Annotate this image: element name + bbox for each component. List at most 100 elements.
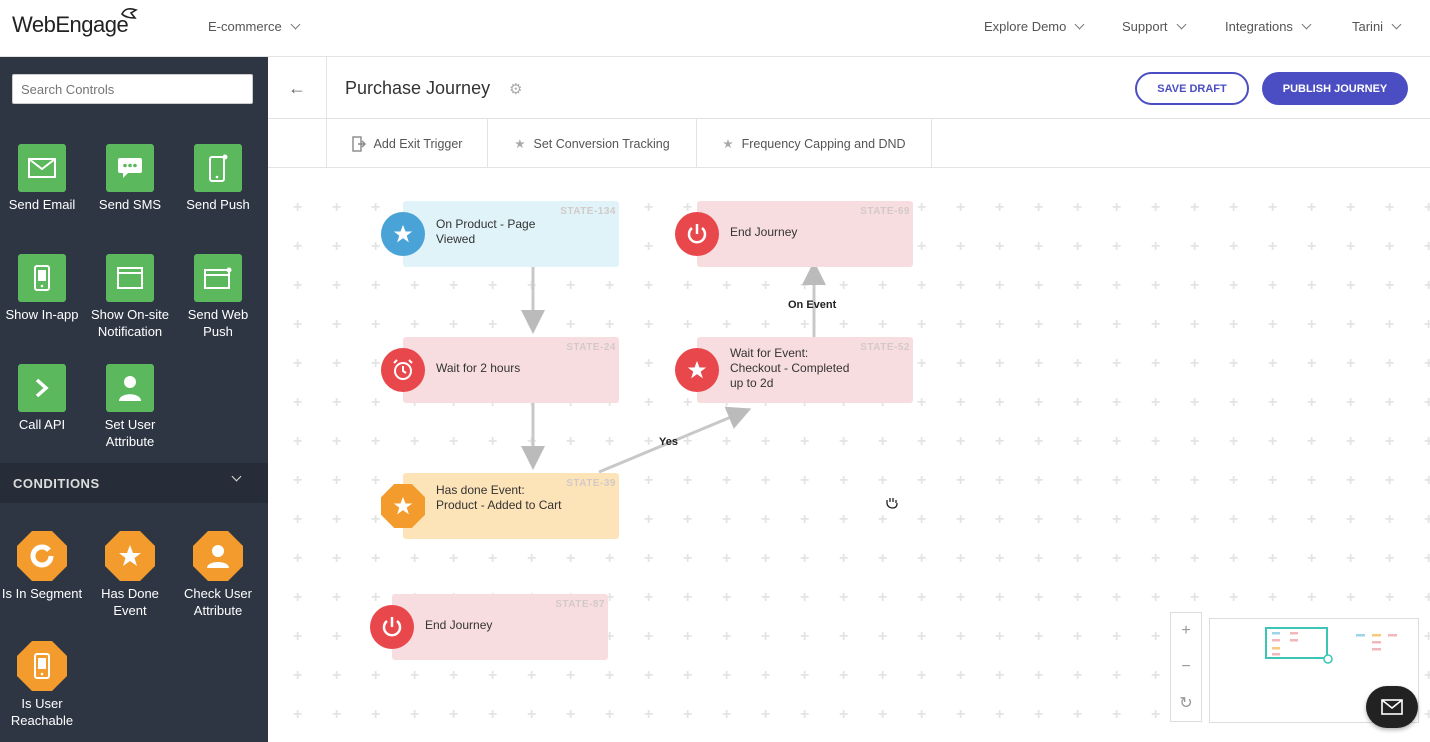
is-in-segment-tool[interactable]: Is In Segment — [0, 531, 86, 602]
grid-plus-mark: + — [878, 550, 888, 567]
grid-plus-mark: + — [1346, 355, 1356, 372]
grid-plus-mark: + — [878, 472, 888, 489]
zoom-in-button[interactable]: + — [1181, 622, 1191, 639]
grid-plus-mark: + — [644, 355, 654, 372]
send-web-push-tool[interactable]: Send Web Push — [174, 254, 262, 340]
grid-plus-mark: + — [1268, 355, 1278, 372]
set-conversion-tracking-button[interactable]: ★ Set Conversion Tracking — [488, 119, 697, 168]
grid-plus-mark: + — [839, 472, 849, 489]
grid-plus-mark: + — [566, 550, 576, 567]
grid-plus-mark: + — [644, 394, 654, 411]
grid-plus-mark: + — [1073, 589, 1083, 606]
integrations-menu[interactable]: Integrations — [1225, 19, 1312, 34]
grid-plus-mark: + — [1112, 394, 1122, 411]
search-controls-input[interactable] — [12, 74, 253, 104]
grid-plus-mark: + — [1307, 550, 1317, 567]
gear-icon[interactable]: ⚙ — [509, 81, 523, 98]
node-text: Wait for 2 hours — [436, 361, 521, 375]
grid-plus-mark: + — [878, 277, 888, 294]
grid-plus-mark: + — [1112, 355, 1122, 372]
grid-plus-mark: + — [956, 316, 966, 333]
conditions-section-toggle[interactable]: CONDITIONS — [0, 463, 268, 503]
send-push-tool[interactable]: Send Push — [174, 144, 262, 213]
grid-plus-mark: + — [683, 706, 693, 723]
webengage-logo[interactable]: WebEngage — [12, 8, 139, 38]
grid-plus-mark: + — [1073, 199, 1083, 216]
has-done-event-tool[interactable]: Has Done Event — [86, 531, 174, 619]
grid-plus-mark: + — [1307, 316, 1317, 333]
grid-plus-mark: + — [1346, 238, 1356, 255]
grid-plus-mark: + — [1073, 238, 1083, 255]
journey-node[interactable]: STATE-134 On Product - Page Viewed — [381, 201, 619, 267]
explore-demo-menu[interactable]: Explore Demo — [984, 19, 1085, 34]
grid-plus-mark: + — [1151, 394, 1161, 411]
grid-plus-mark: + — [1151, 667, 1161, 684]
journey-node[interactable]: STATE-24 Wait for 2 hours — [381, 337, 619, 403]
grid-plus-mark: + — [1034, 199, 1044, 216]
grid-plus-mark: + — [293, 472, 303, 489]
zoom-reset-button[interactable]: ↻ — [1179, 695, 1193, 712]
save-draft-button[interactable]: SAVE DRAFT — [1135, 72, 1249, 105]
grid-plus-mark: + — [293, 550, 303, 567]
send-email-tool[interactable]: Send Email — [0, 144, 86, 213]
show-in-app-tool[interactable]: Show In-app — [0, 254, 86, 323]
grid-plus-mark: + — [1112, 472, 1122, 489]
grid-plus-mark: + — [1034, 316, 1044, 333]
journey-node[interactable]: STATE-52 Wait for Event: Checkout - Comp… — [675, 337, 913, 403]
zoom-out-button[interactable]: − — [1181, 658, 1191, 675]
grid-plus-mark: + — [605, 433, 615, 450]
chat-mail-button[interactable] — [1366, 686, 1418, 728]
grid-plus-mark: + — [995, 199, 1005, 216]
grid-plus-mark: + — [839, 277, 849, 294]
grid-plus-mark: + — [1190, 238, 1200, 255]
journey-node[interactable]: STATE-87 End Journey — [370, 594, 608, 660]
grid-plus-mark: + — [917, 238, 927, 255]
grid-plus-mark: + — [1112, 667, 1122, 684]
show-on-site-notification-tool[interactable]: Show On-site Notification — [86, 254, 174, 340]
grid-plus-mark: + — [1307, 433, 1317, 450]
grid-plus-mark: + — [761, 667, 771, 684]
grid-plus-mark: + — [995, 550, 1005, 567]
is-user-reachable-tool[interactable]: Is User Reachable — [0, 641, 86, 729]
grid-plus-mark: + — [1424, 472, 1430, 489]
call-api-tool[interactable]: Call API — [0, 364, 86, 433]
grid-plus-mark: + — [722, 628, 732, 645]
grid-plus-mark: + — [878, 628, 888, 645]
grid-plus-mark: + — [878, 667, 888, 684]
grid-plus-mark: + — [683, 316, 693, 333]
grid-plus-mark: + — [1112, 238, 1122, 255]
grid-plus-mark: + — [683, 433, 693, 450]
user-menu[interactable]: Tarini — [1352, 19, 1402, 34]
grid-plus-mark: + — [644, 433, 654, 450]
check-user-attribute-tool[interactable]: Check User Attribute — [174, 531, 262, 619]
grid-plus-mark: + — [1073, 355, 1083, 372]
node-state-id: STATE-134 — [560, 206, 616, 217]
power-icon — [675, 212, 719, 256]
grid-plus-mark: + — [293, 355, 303, 372]
grid-plus-mark: + — [488, 433, 498, 450]
grid-plus-mark: + — [722, 472, 732, 489]
grid-plus-mark: + — [800, 511, 810, 528]
grid-plus-mark: + — [1424, 667, 1430, 684]
journey-node[interactable]: STATE-69 End Journey — [675, 201, 913, 267]
journey-node[interactable]: STATE-39 Has done Event: Product - Added… — [381, 473, 619, 539]
grid-plus-mark: + — [917, 511, 927, 528]
tool-label: Send SMS — [98, 197, 162, 212]
send-sms-tool[interactable]: Send SMS — [86, 144, 174, 213]
node-state-id: STATE-39 — [566, 478, 616, 489]
grid-plus-mark: + — [410, 667, 420, 684]
grid-plus-mark: + — [722, 706, 732, 723]
zoom-controls: + − ↻ — [1170, 612, 1202, 722]
publish-journey-button[interactable]: PUBLISH JOURNEY — [1262, 72, 1408, 105]
grid-plus-mark: + — [839, 628, 849, 645]
set-user-attribute-tool[interactable]: Set User Attribute — [86, 364, 174, 450]
grid-plus-mark: + — [956, 199, 966, 216]
grid-plus-mark: + — [956, 511, 966, 528]
grid-plus-mark: + — [722, 277, 732, 294]
add-exit-trigger-button[interactable]: Add Exit Trigger — [326, 119, 488, 168]
frequency-capping-button[interactable]: ★ Frequency Capping and DND — [697, 119, 932, 168]
mobile-icon — [34, 265, 50, 291]
support-menu[interactable]: Support — [1122, 19, 1186, 34]
back-button[interactable]: ← — [268, 57, 327, 119]
project-selector[interactable]: E-commerce — [208, 19, 301, 34]
